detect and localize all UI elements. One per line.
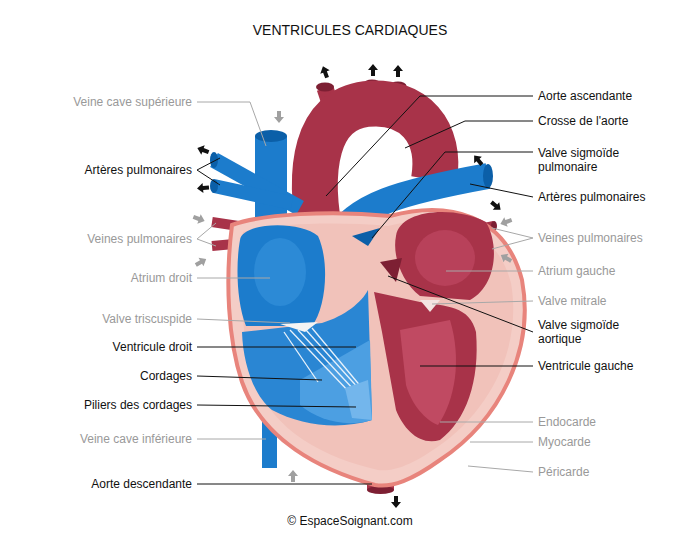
myocardium [241,221,513,470]
mitral-valve [420,300,440,312]
part-label: Ventricule gauche [538,359,633,373]
leader-lines [326,96,533,472]
pericardium [228,210,524,486]
left-ventricle [374,292,477,441]
part-label: Piliers des cordages [84,398,192,412]
part-label: Ventricule droit [113,340,192,354]
part-label: Artères pulmonaires [538,190,645,204]
vessel-end [316,83,334,92]
atrium-inner [254,238,306,306]
part-label: Veine cave supérieure [73,95,192,109]
pulmonary-artery [214,160,300,208]
part-label: Valve sigmoïde aortique [538,318,656,346]
part-label: Crosse de l'aorte [538,114,628,128]
ventricle-inner [400,320,456,425]
part-label: Veines pulmonaires [87,232,192,246]
part-label: Valve triscuspide [102,312,192,326]
part-label: Endocarde [538,415,596,429]
flow-arrows [196,64,504,508]
pulmonary-valve [352,228,380,246]
vessel-end [255,130,287,142]
part-label: Atrium gauche [538,264,615,278]
chordae [284,328,362,395]
pulmonary-artery [214,186,292,203]
part-label: Valve sigmoïde pulmonaire [538,146,656,174]
right-atrium [238,225,326,326]
part-label: Veines pulmonaires [538,231,643,245]
part-label: Valve mitrale [538,294,606,308]
papillary-muscle [345,380,372,420]
part-label: Péricarde [538,465,589,479]
left-atrium [395,212,494,300]
atrium-inner [415,230,475,286]
diagram-title: VENTRICULES CARDIAQUES [0,22,700,39]
copyright-caption: © EspaceSoignant.com [0,514,700,528]
part-label: Artères pulmonaires [85,163,192,177]
flow-arrows [192,111,514,482]
vessel-end [483,164,493,188]
leader-lines [197,102,372,484]
part-label: Atrium droit [131,271,192,285]
part-label: Aorte descendante [91,477,192,491]
part-label: Veine cave inférieure [80,432,192,446]
part-label: Myocarde [538,435,591,449]
aortic-valve [380,258,402,282]
part-label: Aorte ascendante [538,89,632,103]
part-label: Cordages [140,369,192,383]
right-ventricle [242,290,372,425]
